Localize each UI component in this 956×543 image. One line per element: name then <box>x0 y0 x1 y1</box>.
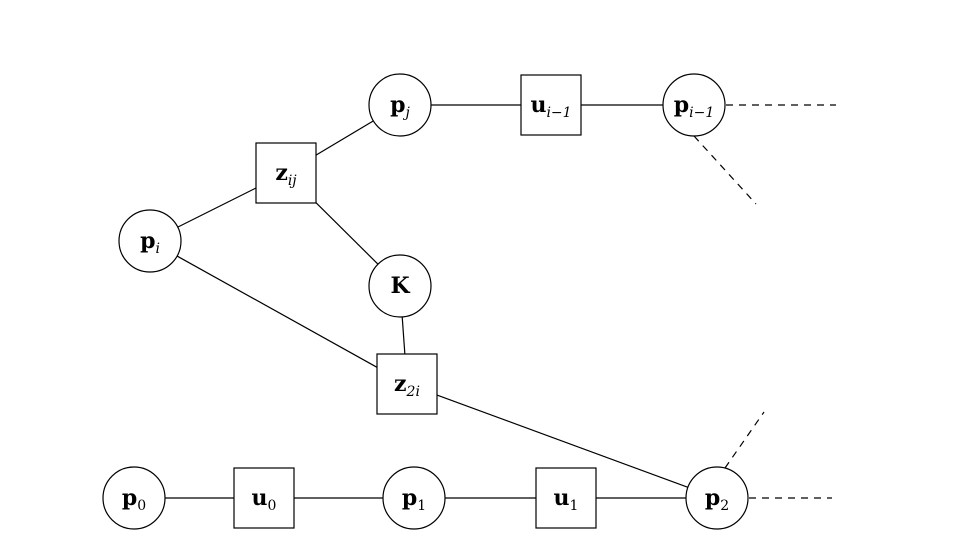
continuation-dashed-edge <box>693 135 757 205</box>
node-label: ui−1 <box>530 92 571 121</box>
node-label-subscript: j <box>403 105 411 121</box>
circle-node-shape <box>685 466 749 530</box>
node-label: u1 <box>554 485 579 514</box>
edge-z2i-p2 <box>436 394 689 488</box>
node-label-base: z <box>394 371 407 397</box>
node-label: p0 <box>122 485 146 514</box>
edges-layer <box>165 104 689 499</box>
node-label-subscript: ij <box>288 173 297 189</box>
node-label: z2i <box>394 371 420 400</box>
node-label-subscript: 2i <box>406 384 420 400</box>
circle-node-shape <box>368 254 432 318</box>
edge-pi-z2i <box>176 255 378 368</box>
node-label-base: u <box>530 92 546 118</box>
node-label-base: u <box>252 485 268 511</box>
node-label: p1 <box>402 485 426 514</box>
node-label-base: z <box>275 160 288 186</box>
factor-node-ui1: ui−1 <box>520 74 582 136</box>
node-label-base: p <box>674 92 689 118</box>
node-label-base: p <box>140 228 155 254</box>
factor-node-z2i: z2i <box>376 353 438 415</box>
variable-node-p2: p2 <box>685 466 749 530</box>
variable-node-pi: pi <box>118 209 182 273</box>
variable-node-K: K <box>368 254 432 318</box>
variable-node-p1: p1 <box>382 466 446 530</box>
node-label-subscript: i−1 <box>546 105 571 121</box>
node-label-subscript: i <box>155 241 159 257</box>
variable-node-p0: p0 <box>102 466 166 530</box>
node-label-base: p <box>402 485 417 511</box>
square-node-shape <box>255 142 317 204</box>
factor-node-u1: u1 <box>535 467 597 529</box>
dashed-edges-layer <box>693 104 836 499</box>
node-label: K <box>390 273 410 299</box>
node-label-subscript: 0 <box>137 498 146 514</box>
circle-node-shape <box>382 466 446 530</box>
node-label: zij <box>275 160 297 189</box>
square-node-shape <box>376 353 438 415</box>
factor-node-zij: zij <box>255 142 317 204</box>
circle-node-shape <box>368 73 432 137</box>
node-label: p2 <box>705 485 729 514</box>
node-label-base: u <box>554 485 570 511</box>
square-node-shape <box>233 467 295 529</box>
node-label-subscript: 1 <box>570 498 579 514</box>
circle-node-shape <box>662 73 726 137</box>
node-label: pi <box>140 228 160 257</box>
node-label: pi−1 <box>674 92 715 121</box>
continuation-dashed-edge <box>724 411 765 469</box>
node-label-base: p <box>122 485 137 511</box>
variable-node-pi1: pi−1 <box>662 73 726 137</box>
circle-node-shape <box>102 466 166 530</box>
edge-zij-pj <box>315 120 374 156</box>
node-label-subscript: i−1 <box>689 105 714 121</box>
node-label-base: p <box>705 485 720 511</box>
square-node-shape <box>535 467 597 529</box>
node-label: pj <box>390 92 410 121</box>
node-label-base: K <box>390 273 410 299</box>
circle-node-shape <box>118 209 182 273</box>
variable-node-pj: pj <box>368 73 432 137</box>
edge-K-z2i <box>401 316 406 355</box>
node-label-base: p <box>390 92 405 118</box>
node-label-subscript: 0 <box>268 498 277 514</box>
node-label-subscript: 1 <box>417 498 426 514</box>
node-label: u0 <box>252 485 277 514</box>
edge-pi-zij <box>177 187 257 228</box>
edge-zij-K <box>315 202 379 265</box>
factor-node-u0: u0 <box>233 467 295 529</box>
node-label-subscript: 2 <box>720 498 729 514</box>
square-node-shape <box>520 74 582 136</box>
